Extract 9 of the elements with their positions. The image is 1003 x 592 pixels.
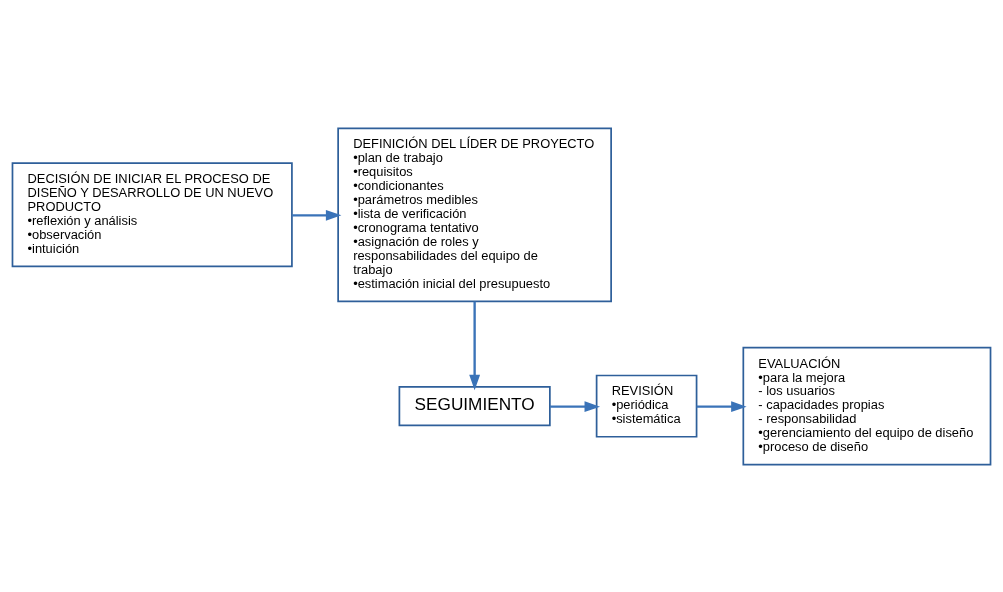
- arrow: [469, 301, 481, 390]
- node-box: EVALUACIÓN •para la mejora - los usuarios - capacidades propias - responsabilidad •gerenciamiento del equipo de diseño •proceso de diseño: [742, 346, 992, 466]
- arrow: [550, 400, 601, 412]
- node-box: DEFINICIÓN DEL LÍDER DE PROYECTO •plan de trabajo •requisitos •condicionantes •parámetros medibles •lista de verificación •cronograma tentativo •asignación de roles y responsabilidades del equipo de trabajo •estimación inicial del presupuesto: [337, 126, 612, 302]
- arrow: [292, 209, 342, 221]
- node-box: REVISIÓN •periódica •sistemática: [595, 374, 698, 438]
- node-box: SEGUIMIENTO: [398, 385, 551, 426]
- arrow: [696, 400, 747, 412]
- node-box: DECISIÓN DE INICIAR EL PROCESO DE DISEÑO Y DESARROLLO DE UN NUEVO PRODUCTO •reflexión y análisis •observación •intuición: [11, 161, 293, 267]
